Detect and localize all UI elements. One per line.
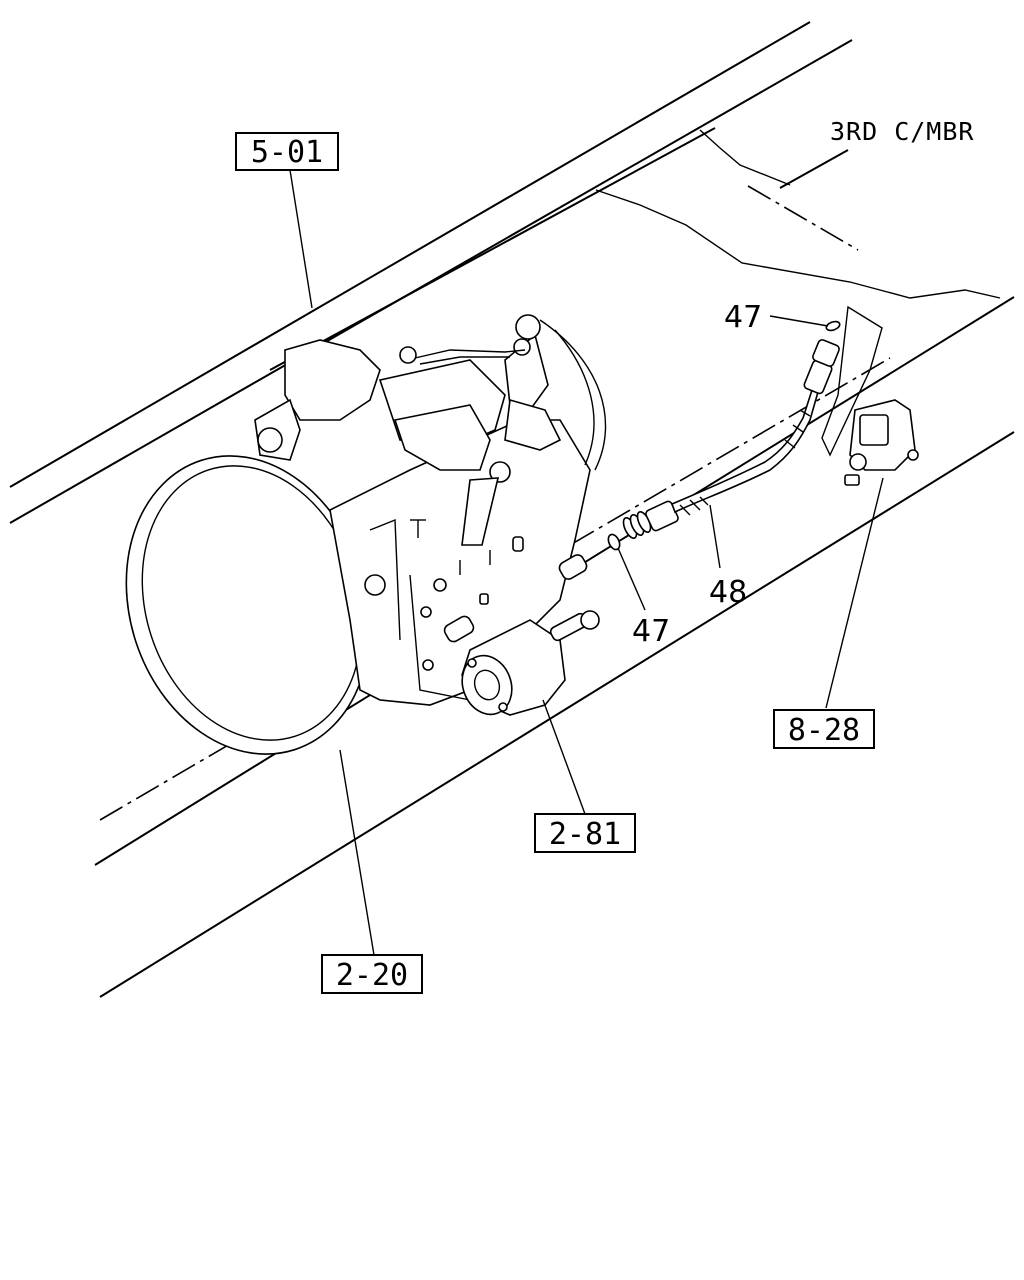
- ref-label-5-01: 5-01: [251, 135, 323, 170]
- ref-box-2-81[interactable]: 2-81: [534, 813, 636, 853]
- leader-lines: [289, 169, 884, 956]
- ref-box-2-20[interactable]: 2-20: [321, 954, 423, 994]
- o-ring-lower: [607, 533, 621, 551]
- cross-member-note: 3RD C/MBR: [830, 117, 974, 146]
- ref-box-8-28[interactable]: 8-28: [773, 709, 875, 749]
- ref-box-5-01[interactable]: 5-01: [235, 132, 339, 171]
- hydraulic-unit: [821, 305, 919, 486]
- part-number-48: 48: [709, 575, 747, 610]
- clutch-slave-cylinder: [461, 554, 600, 716]
- hose-fitting-lower: [622, 500, 679, 539]
- hose-fitting-upper: [803, 339, 840, 395]
- part-number-47-lower: 47: [632, 614, 670, 649]
- ref-label-2-20: 2-20: [336, 958, 408, 993]
- clutch-hose: [622, 339, 840, 539]
- ref-label-8-28: 8-28: [788, 713, 860, 748]
- o-ring-upper: [825, 320, 841, 332]
- shift-control: [254, 314, 562, 605]
- part-number-47-upper: 47: [724, 300, 762, 335]
- centerline: [99, 357, 891, 821]
- third-cross-member: [595, 129, 1001, 299]
- ref-label-2-81: 2-81: [549, 817, 621, 852]
